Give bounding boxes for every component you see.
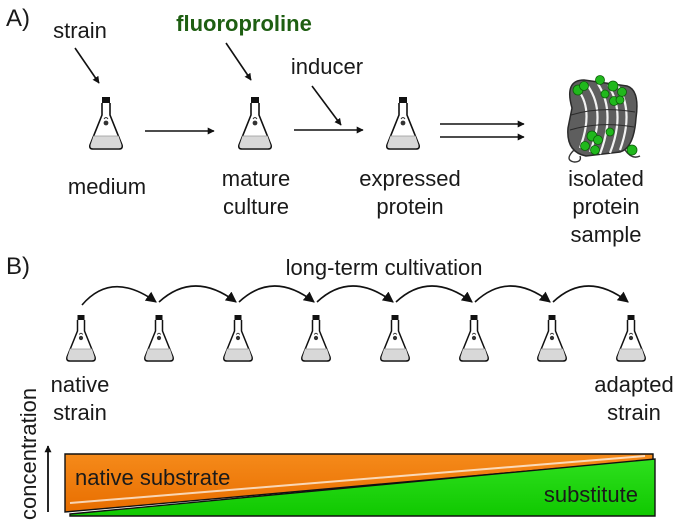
inducer-arrow	[311, 85, 342, 126]
panel-a-label: A)	[6, 5, 30, 32]
panel-b-label: B)	[6, 253, 30, 280]
passage-arrow-4	[316, 285, 394, 303]
native-strain-label-line2: strain	[53, 400, 107, 425]
native-substrate-label: native substrate	[75, 465, 230, 490]
fluoroproline-label: fluoroproline	[176, 11, 312, 36]
passage-arrow-3	[238, 285, 315, 303]
substitute-label: substitute	[544, 482, 638, 507]
adapted-strain-label-line1: adapted	[594, 372, 674, 397]
flask-icon-b7	[537, 314, 567, 362]
flask-icon-b3	[223, 314, 253, 362]
wedge-highlight	[69, 455, 646, 504]
concentration-wedges	[64, 453, 656, 517]
protein-barrel-icon	[567, 75, 641, 163]
flask-icon-b8	[616, 314, 646, 362]
flask-icon-b4	[301, 314, 331, 362]
strain-arrow	[74, 47, 100, 84]
flask-icon-b1	[66, 314, 96, 362]
concentration-axis-label: concentration	[16, 388, 41, 520]
substitute-wedge	[69, 458, 656, 517]
flask-icon-b6	[459, 314, 489, 362]
passage-arrow-5	[395, 285, 473, 303]
passage-arrow-2	[158, 285, 237, 303]
mature-culture-label-line2: culture	[223, 194, 289, 219]
flask-icon-b5	[380, 314, 410, 362]
isolated-sample-label-line2: protein	[572, 194, 639, 219]
flask-icon-expressed-protein	[385, 96, 421, 150]
isolated-sample-label-line3: sample	[571, 222, 642, 247]
flask-icon-medium	[89, 96, 123, 150]
native-strain-label-line1: native	[51, 372, 110, 397]
isolated-sample-label-line1: isolated	[568, 166, 644, 191]
expressed-protein-label-line2: protein	[376, 194, 443, 219]
strain-label: strain	[53, 18, 107, 43]
cultivation-label: long-term cultivation	[286, 255, 483, 280]
cultivation-arrows	[81, 285, 629, 306]
fluoroproline-arrow	[225, 42, 252, 81]
flask-icon-mature-culture	[238, 96, 273, 150]
medium-label: medium	[68, 174, 146, 199]
expressed-protein-label-line1: expressed	[359, 166, 461, 191]
mature-culture-label-line1: mature	[222, 166, 290, 191]
passage-arrow-1	[81, 285, 157, 306]
passage-arrow-7	[552, 285, 629, 303]
flask-icon-b2	[144, 314, 174, 362]
inducer-label: inducer	[291, 54, 363, 79]
passage-arrow-6	[474, 285, 551, 303]
adapted-strain-label-line2: strain	[607, 400, 661, 425]
